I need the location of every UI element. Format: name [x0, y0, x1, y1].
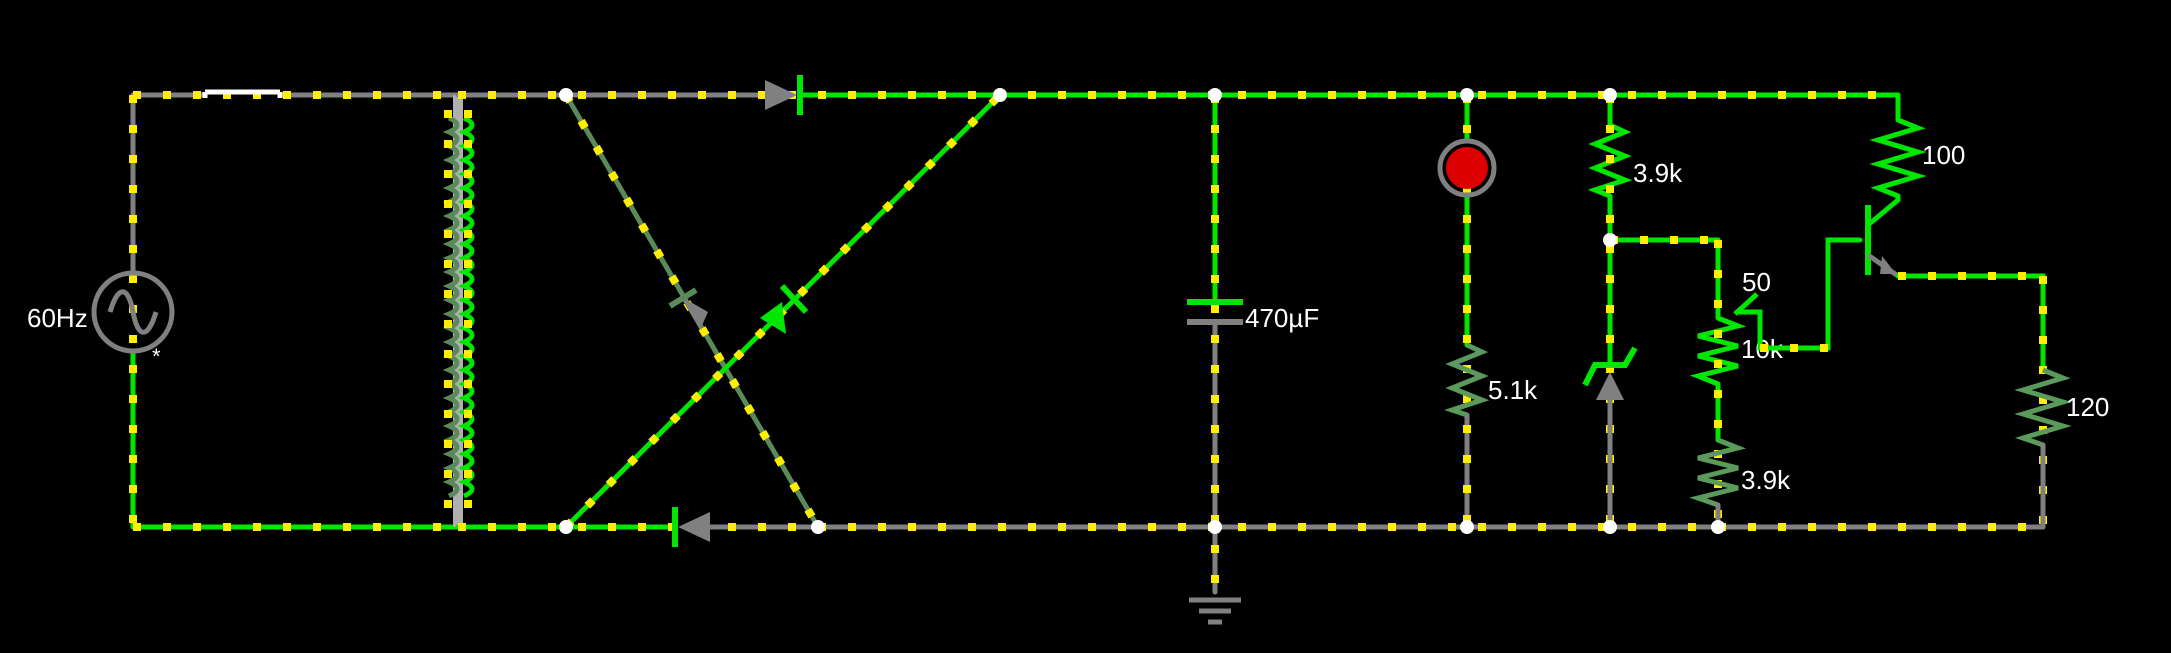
led-branch[interactable]: 5.1k: [1437, 92, 1538, 530]
diode-diagonal-1[interactable]: [562, 92, 822, 530]
ground-icon: [1189, 597, 1241, 625]
npn-transistor-icon: [1865, 198, 1900, 279]
capacitor-value: 470µF: [1245, 303, 1319, 333]
diode-icon: [760, 283, 809, 334]
r-collector-value: 100: [1922, 140, 1965, 170]
r-load-value: 120: [2066, 392, 2109, 422]
transformer[interactable]: [442, 95, 475, 527]
ac-source-icon: [91, 270, 175, 354]
r-bottom-value: 3.9k: [1741, 465, 1791, 495]
diode-icon: [672, 507, 710, 547]
transformer-icon: [442, 95, 475, 527]
main-rails: [455, 91, 2046, 531]
zener-diode-icon: [1582, 346, 1638, 400]
filter-capacitor[interactable]: 470µF: [1187, 92, 1319, 595]
potentiometer[interactable]: 50 10k 3.9k: [1689, 237, 1863, 530]
switch-icon: [202, 89, 283, 98]
transistor-stage[interactable]: 100 120: [1865, 92, 2109, 530]
source-frequency-label: 60Hz: [27, 303, 88, 333]
diode-icon: [765, 75, 803, 115]
diode-bottom[interactable]: [672, 507, 710, 547]
switch[interactable]: [202, 89, 283, 98]
zener-branch[interactable]: 3.9k: [1582, 92, 1721, 530]
diode-icon: [668, 287, 708, 330]
led-resistor-value: 5.1k: [1488, 375, 1538, 405]
source-marker: *: [152, 344, 161, 369]
r-top-value: 3.9k: [1633, 158, 1683, 188]
led-icon: [1437, 138, 1497, 198]
pot-top-value: 50: [1742, 267, 1771, 297]
led-resistor[interactable]: 5.1k: [1444, 342, 1538, 418]
diode-diagonal-2[interactable]: [563, 92, 1003, 530]
diode-top[interactable]: [765, 75, 803, 115]
ground[interactable]: [1189, 597, 1241, 625]
circuit-nodes: [559, 88, 1725, 534]
ac-source[interactable]: 60Hz *: [27, 270, 175, 369]
